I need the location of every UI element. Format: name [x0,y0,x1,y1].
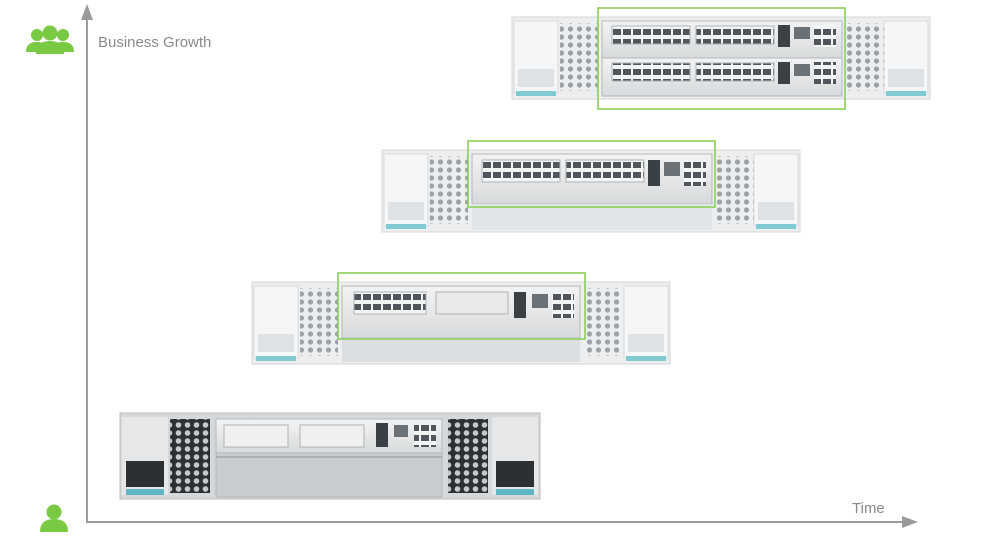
user-group-icon [26,25,74,54]
controller-highlight [597,7,846,110]
controller-highlight [337,272,586,340]
y-axis-arrow [81,4,93,20]
axes [81,4,918,528]
y-axis-label: Business Growth [98,34,212,51]
controller-highlight [467,140,716,208]
x-axis-label: Time [852,500,885,517]
server-2-single-controller [251,272,671,365]
user-icon [40,504,68,532]
x-axis-arrow [902,516,918,528]
server-1u-single [119,412,541,500]
server-4-dual-controller [511,7,931,110]
server-3-dual-nic [381,140,801,233]
